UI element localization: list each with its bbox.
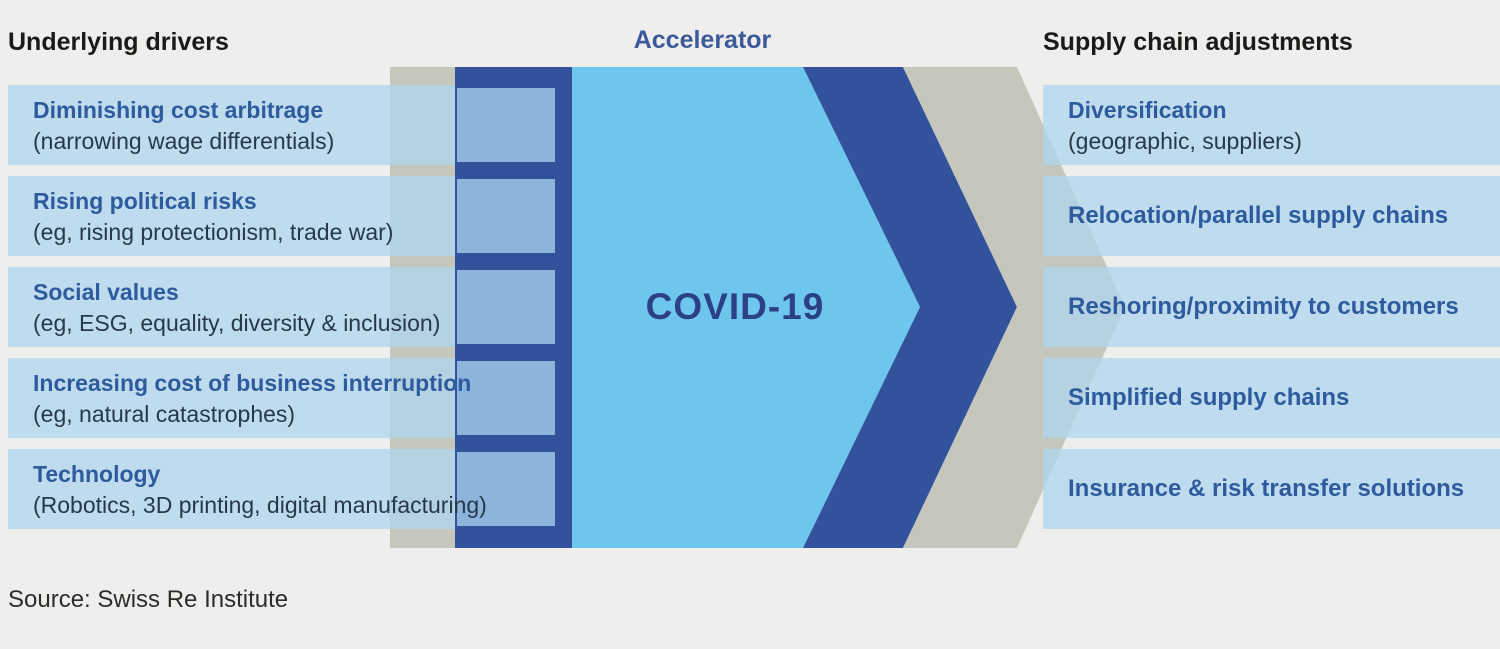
comb-cell [457, 88, 555, 162]
row-subtitle: (eg, rising protectionism, trade war) [33, 219, 394, 245]
right-adjustment-box [1043, 267, 1500, 347]
left-driver-box [8, 358, 455, 438]
comb-cell [457, 179, 555, 253]
right-adjustment-box [1043, 176, 1500, 256]
row-title: Diversification [1068, 97, 1227, 123]
comb-cell [457, 452, 555, 526]
right-adjustment-box [1043, 449, 1500, 529]
right-adjustment-text: Diversification (geographic, suppliers) [1068, 85, 1302, 165]
row-subtitle: (eg, ESG, equality, diversity & inclusio… [33, 310, 441, 336]
comb-cell [457, 270, 555, 344]
row-title: Diminishing cost arbitrage [33, 97, 324, 123]
right-column-heading: Supply chain adjustments [1043, 28, 1353, 56]
source-attribution: Source: Swiss Re Institute [8, 586, 289, 613]
left-driver-box [8, 85, 455, 165]
left-driver-text: Technology (Robotics, 3D printing, digit… [33, 449, 487, 529]
covid-19-label: COVID-19 [645, 286, 825, 327]
row-title: Social values [33, 279, 179, 305]
right-adjustment-box [1043, 85, 1500, 165]
dark-chevron-band [803, 67, 1017, 548]
row-title: Simplified supply chains [1068, 384, 1350, 411]
left-driver-box [8, 449, 455, 529]
left-driver-text: Increasing cost of business interruption… [33, 358, 471, 438]
left-driver-box [8, 267, 455, 347]
left-driver-text: Social values (eg, ESG, equality, divers… [33, 267, 440, 347]
left-column-heading: Underlying drivers [8, 28, 229, 56]
accelerator-heading: Accelerator [633, 26, 772, 54]
row-subtitle: (geographic, suppliers) [1068, 128, 1302, 154]
driver-connector-comb [455, 67, 572, 548]
row-subtitle: (eg, natural catastrophes) [33, 401, 296, 427]
sky-chevron-shape [570, 67, 920, 548]
row-subtitle: (Robotics, 3D printing, digital manufact… [33, 492, 487, 518]
row-subtitle: (narrowing wage differentials) [33, 128, 335, 154]
right-adjustment-text: Insurance & risk transfer solutions [1068, 449, 1464, 529]
row-title: Insurance & risk transfer solutions [1068, 475, 1465, 502]
row-title: Reshoring/proximity to customers [1068, 293, 1459, 320]
row-title: Rising political risks [33, 188, 257, 214]
right-adjustment-text: Reshoring/proximity to customers [1068, 267, 1459, 347]
left-driver-text: Rising political risks (eg, rising prote… [33, 176, 393, 256]
left-driver-box [8, 176, 455, 256]
right-adjustment-box [1043, 358, 1500, 438]
right-adjustment-text: Relocation/parallel supply chains [1068, 176, 1448, 256]
left-driver-text: Diminishing cost arbitrage (narrowing wa… [33, 85, 334, 165]
row-title: Technology [33, 461, 161, 487]
right-adjustment-text: Simplified supply chains [1068, 358, 1349, 438]
comb-cell [457, 361, 555, 435]
row-title: Relocation/parallel supply chains [1068, 202, 1449, 229]
row-title: Increasing cost of business interruption [33, 370, 472, 396]
